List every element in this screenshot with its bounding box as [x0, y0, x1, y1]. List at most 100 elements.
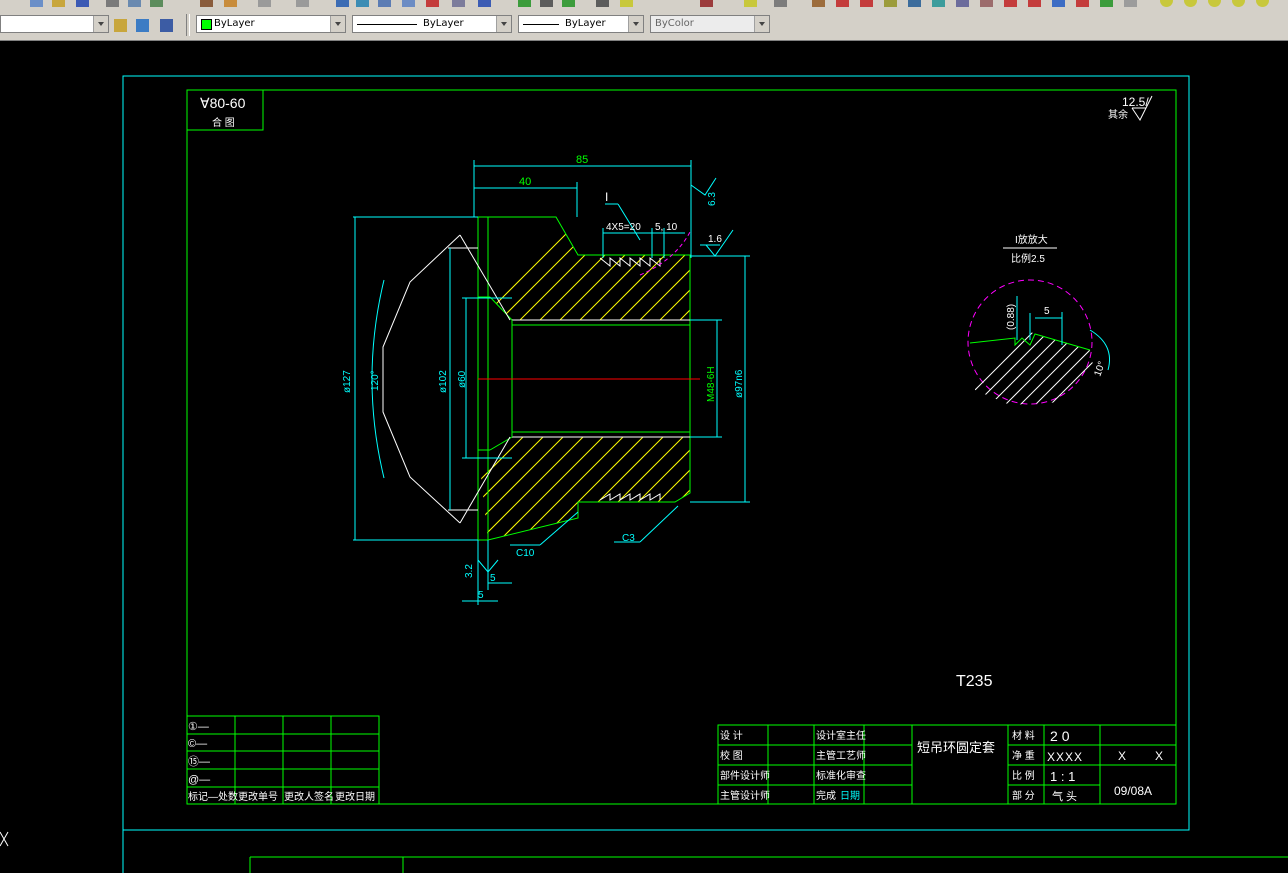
copy-icon[interactable] [836, 0, 849, 7]
layer-states-icon[interactable] [114, 19, 127, 32]
open-icon[interactable] [52, 0, 65, 7]
break-icon[interactable] [1052, 0, 1065, 7]
stretch-icon[interactable] [980, 0, 993, 7]
color-swatch-icon [201, 19, 212, 30]
print-icon[interactable] [106, 0, 119, 7]
label-I: I [605, 190, 608, 204]
rev-mark-2: ©— [188, 738, 207, 750]
help-icon[interactable] [478, 0, 491, 7]
chevron-down-icon[interactable] [93, 16, 108, 32]
color-combo-value: ByLayer [214, 18, 255, 29]
dim-5a: 5 [490, 573, 496, 584]
save-icon[interactable] [76, 0, 89, 7]
toolbar: ByLayer ByLayer ByLayer ByColor [0, 0, 1288, 41]
chevron-down-icon[interactable] [628, 16, 643, 32]
lineweight-combo[interactable]: ByLayer [518, 15, 644, 33]
zoom-realtime-icon[interactable] [1160, 0, 1173, 7]
offset-icon[interactable] [884, 0, 897, 7]
fillet-icon[interactable] [1124, 0, 1137, 7]
corner-code: ∀80-60 [200, 95, 246, 111]
block-icon[interactable] [744, 0, 757, 7]
preview-icon[interactable] [128, 0, 141, 7]
layer-previous-icon[interactable] [136, 19, 149, 32]
undo-icon[interactable] [258, 0, 271, 7]
dim-5-10: 5, 10 [655, 222, 678, 233]
tb-part-value: 气 头 [1052, 789, 1077, 803]
linetype-combo[interactable]: ByLayer [352, 15, 512, 33]
match-icon[interactable] [596, 0, 609, 7]
separator [186, 14, 190, 36]
lineweight-sample-icon [523, 24, 559, 25]
zoom-window-icon[interactable] [1184, 0, 1197, 7]
zoom-in-icon[interactable] [1232, 0, 1245, 7]
tb-part-designer: 部件设计师 [720, 769, 770, 782]
tb-standard-review: 标准化审查 [816, 769, 866, 782]
roughness-32: 3.2 [464, 564, 475, 578]
rev-mark-3: ⑮— [188, 755, 210, 768]
dim-85: 85 [576, 154, 588, 166]
properties-icon[interactable] [336, 0, 349, 7]
dim-phi97: ø97n6 [734, 369, 745, 398]
point-icon[interactable] [774, 0, 787, 7]
plotstyle-combo[interactable]: ByColor [650, 15, 770, 33]
zoom-out-icon[interactable] [1256, 0, 1269, 7]
roughness-general-value: 12.5/ [1122, 95, 1149, 109]
grid-icon[interactable] [540, 0, 553, 7]
publish-icon[interactable] [150, 0, 163, 7]
dim-c10: C10 [516, 548, 535, 559]
rev-footer-3: 更改人签名 [284, 790, 334, 803]
paste-icon[interactable] [224, 0, 237, 7]
tb-weight-label: 净 重 [1012, 749, 1035, 762]
roughness-63: 6.3 [707, 192, 718, 206]
dim-5b: 5 [478, 590, 484, 601]
lineweight-combo-value: ByLayer [565, 18, 606, 29]
tb-finish-date-1: 完成 [816, 789, 836, 802]
chevron-down-icon[interactable] [330, 16, 345, 32]
move-icon[interactable] [812, 0, 825, 7]
hatch-icon[interactable] [700, 0, 713, 7]
zoom-previous-icon[interactable] [1208, 0, 1221, 7]
detail-10: 10° [1092, 360, 1108, 378]
layer-current-icon[interactable] [160, 19, 173, 32]
dim-c3: C3 [622, 533, 635, 544]
chevron-down-icon[interactable] [754, 16, 769, 32]
dim-40: 40 [519, 176, 531, 188]
snap-icon[interactable] [518, 0, 531, 7]
linetype-sample-icon [357, 24, 417, 25]
mirror-icon[interactable] [860, 0, 873, 7]
revision-table [186, 715, 380, 805]
calc-icon[interactable] [452, 0, 465, 7]
cut-icon[interactable] [200, 0, 213, 7]
trim-icon[interactable] [1004, 0, 1017, 7]
chamfer-icon[interactable] [1100, 0, 1113, 7]
new-icon[interactable] [30, 0, 43, 7]
material-note: T235 [956, 673, 993, 690]
array-icon[interactable] [908, 0, 921, 7]
ortho-icon[interactable] [562, 0, 575, 7]
color-combo[interactable]: ByLayer [196, 15, 346, 33]
roughness-general-label: 其余 [1108, 108, 1128, 121]
chevron-down-icon[interactable] [496, 16, 511, 32]
sheetset-icon[interactable] [402, 0, 415, 7]
drawing-canvas[interactable]: ∀80-60 合 图 12.5/ 其余 [0, 41, 1288, 873]
join-icon[interactable] [1076, 0, 1089, 7]
cone-outline [382, 234, 511, 524]
layer-combo[interactable] [0, 15, 109, 33]
designcenter-icon[interactable] [356, 0, 369, 7]
toolpalette-icon[interactable] [378, 0, 391, 7]
layer-icon[interactable] [620, 0, 633, 7]
corner-box [186, 89, 264, 131]
tb-design: 设 计 [720, 729, 743, 742]
linetype-combo-value: ByLayer [423, 18, 464, 29]
markup-icon[interactable] [426, 0, 439, 7]
tb-material-label: 材 料 [1012, 729, 1035, 742]
tb-chief-process: 主管工艺师 [816, 749, 866, 762]
sheet-outer-border [122, 75, 1190, 831]
rotate-icon[interactable] [932, 0, 945, 7]
dim-120: 120° [370, 370, 381, 391]
scale-icon[interactable] [956, 0, 969, 7]
redo-icon[interactable] [296, 0, 309, 7]
tb-chief-designer: 主管设计师 [720, 789, 770, 802]
dim-phi60: ø60 [457, 370, 468, 388]
extend-icon[interactable] [1028, 0, 1041, 7]
